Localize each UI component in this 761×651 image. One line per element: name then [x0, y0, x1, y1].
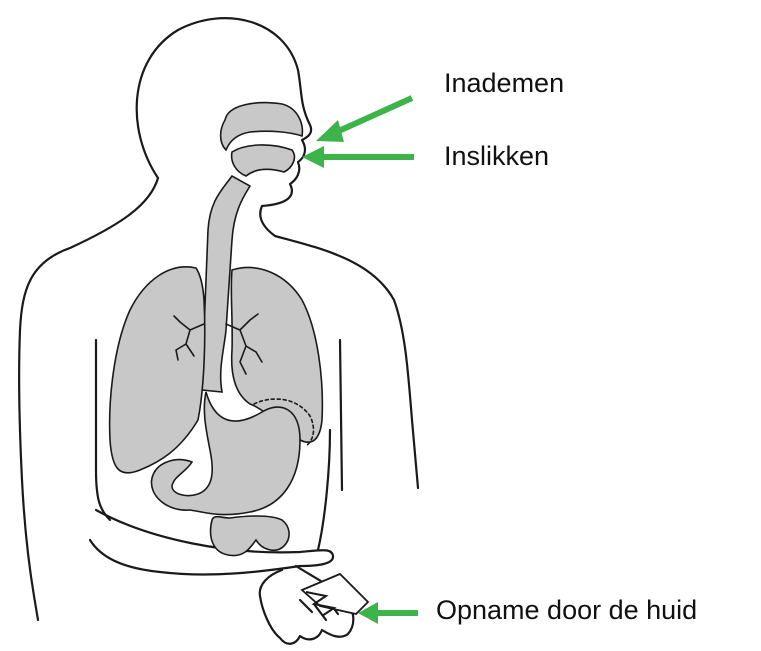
label-inslikken: Inslikken	[444, 143, 549, 170]
label-inademen: Inademen	[444, 70, 564, 97]
arrow-left-icon	[332, 98, 412, 134]
torso-lower-right	[318, 430, 330, 550]
left-arm-inner	[96, 340, 110, 520]
arrow-huid	[358, 602, 418, 624]
arrow-inademen	[316, 98, 412, 142]
lung-left	[110, 267, 205, 473]
skin-contact-patch	[302, 574, 368, 616]
arrow-inslikken	[302, 146, 414, 168]
oral-cavity	[232, 145, 295, 176]
torso-right-line	[340, 340, 342, 490]
nasal-cavity	[221, 103, 303, 150]
intestines	[211, 516, 290, 556]
label-opname-door-de-huid: Opname door de huid	[436, 597, 697, 624]
